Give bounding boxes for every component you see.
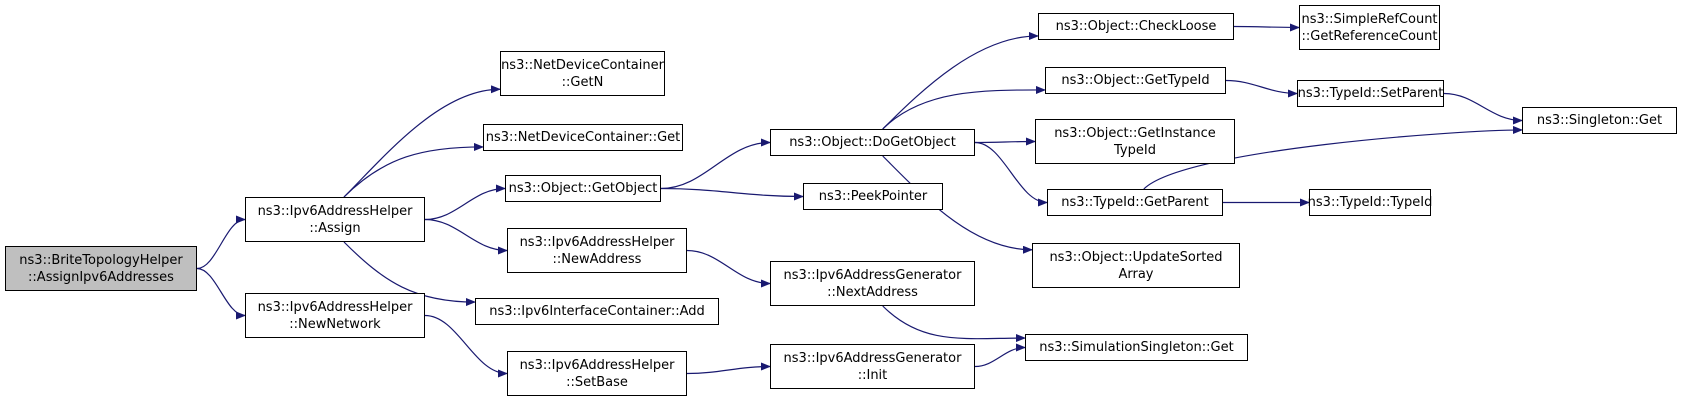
node-label: ns3::TypeId::SetParent <box>1297 86 1444 101</box>
node-simple-ref-count-get-reference-count[interactable]: ns3::SimpleRefCount ::GetReferenceCount <box>1299 5 1440 50</box>
node-label-line1: ns3::Ipv6AddressHelper <box>257 299 413 315</box>
node-label-line1: ns3::Object::GetInstance <box>1054 125 1216 141</box>
node-label-line2: ::Init <box>857 367 888 383</box>
node-label-line2: ::NextAddress <box>827 284 918 300</box>
edge-newaddr-to-nextaddr <box>686 249 771 288</box>
node-label-line1: ns3::Ipv6AddressHelper <box>519 357 675 373</box>
edge-newnet-to-setbase <box>424 314 508 378</box>
node-ipv6-address-helper-new-address[interactable]: ns3::Ipv6AddressHelper ::NewAddress <box>507 228 687 273</box>
node-ipv6-address-generator-next-address[interactable]: ns3::Ipv6AddressGenerator ::NextAddress <box>770 261 975 306</box>
node-singleton-get[interactable]: ns3::Singleton::Get <box>1522 107 1677 134</box>
node-net-device-container-get-n[interactable]: ns3::NetDeviceContainer ::GetN <box>500 51 665 96</box>
node-net-device-container-get[interactable]: ns3::NetDeviceContainer::Get <box>483 124 683 151</box>
edge-assign-to-getn <box>343 85 501 198</box>
node-object-get-instance-type-id[interactable]: ns3::Object::GetInstance TypeId <box>1035 119 1235 164</box>
edge-nextaddr-to-simsingle <box>882 305 1026 343</box>
node-label: ns3::Object::GetObject <box>508 181 658 196</box>
node-ipv6-address-generator-init[interactable]: ns3::Ipv6AddressGenerator ::Init <box>770 344 975 389</box>
node-label-line2: Array <box>1118 266 1154 282</box>
node-label-line2: ::GetReferenceCount <box>1301 28 1438 44</box>
node-simulation-singleton-get[interactable]: ns3::SimulationSingleton::Get <box>1025 334 1248 361</box>
node-label-line1: ns3::Ipv6AddressGenerator <box>783 267 962 283</box>
node-type-id-get-parent[interactable]: ns3::TypeId::GetParent <box>1047 189 1223 216</box>
node-label-line2: ::AssignIpv6Addresses <box>28 269 174 285</box>
node-label: ns3::SimulationSingleton::Get <box>1039 340 1234 355</box>
edge-gettypeid-to-setparent <box>1225 79 1298 98</box>
edge-dogetobj-to-getinst <box>974 137 1036 146</box>
node-label-line2: ::Assign <box>309 220 361 236</box>
node-label-line2: ::NewNetwork <box>289 316 381 332</box>
node-object-do-get-object[interactable]: ns3::Object::DoGetObject <box>770 129 975 156</box>
edge-getobj-to-peek <box>660 187 804 201</box>
node-peek-pointer[interactable]: ns3::PeekPointer <box>803 183 943 210</box>
node-label: ns3::Ipv6InterfaceContainer::Add <box>489 304 705 319</box>
node-label: ns3::NetDeviceContainer::Get <box>485 130 681 145</box>
edge-root-to-assign <box>196 215 246 270</box>
node-object-update-sorted-array[interactable]: ns3::Object::UpdateSorted Array <box>1032 243 1240 288</box>
node-label-line1: ns3::Ipv6AddressGenerator <box>783 350 962 366</box>
node-ipv6-interface-container-add[interactable]: ns3::Ipv6InterfaceContainer::Add <box>475 298 719 325</box>
node-label-line2: ::GetN <box>561 74 604 90</box>
edge-dogetobj-to-getparent <box>974 141 1048 207</box>
node-label: ns3::Object::CheckLoose <box>1055 19 1217 34</box>
edge-assign-to-newaddr <box>424 218 508 255</box>
node-label-line1: ns3::NetDeviceContainer <box>501 57 664 73</box>
node-label: ns3::TypeId::TypeId <box>1307 195 1433 210</box>
node-label: ns3::TypeId::GetParent <box>1061 195 1209 210</box>
node-label-line1: ns3::BriteTopologyHelper <box>19 252 183 268</box>
edge-assign-to-icadd <box>343 241 476 307</box>
node-label: ns3::Object::GetTypeId <box>1061 73 1210 88</box>
node-object-get-type-id[interactable]: ns3::Object::GetTypeId <box>1045 67 1226 94</box>
edge-getobj-to-dogetobj <box>660 138 771 190</box>
node-type-id-type-id[interactable]: ns3::TypeId::TypeId <box>1307 189 1433 216</box>
edge-init-to-simsingle <box>974 343 1026 368</box>
node-label-line1: ns3::Ipv6AddressHelper <box>519 234 675 250</box>
edge-setparent-to-singleton <box>1443 92 1523 125</box>
edge-root-to-newnet <box>196 267 246 320</box>
edge-dogetobj-to-gettypeid <box>882 85 1046 130</box>
edge-assign-to-getobj <box>424 184 506 221</box>
edge-dogetobj-to-checkloose <box>882 31 1039 130</box>
node-label-line2: ::SetBase <box>566 374 628 390</box>
node-label-line2: TypeId <box>1114 142 1156 158</box>
edge-checkloose-to-refcount <box>1233 23 1300 32</box>
node-label-line2: ::NewAddress <box>552 251 642 267</box>
node-object-get-object[interactable]: ns3::Object::GetObject <box>505 175 661 202</box>
node-label-line1: ns3::Object::UpdateSorted <box>1049 249 1223 265</box>
node-object-check-loose[interactable]: ns3::Object::CheckLoose <box>1038 13 1234 40</box>
edge-setbase-to-init <box>686 362 771 375</box>
node-ipv6-address-helper-assign[interactable]: ns3::Ipv6AddressHelper ::Assign <box>245 197 425 242</box>
node-type-id-set-parent[interactable]: ns3::TypeId::SetParent <box>1297 80 1444 107</box>
node-ipv6-address-helper-new-network[interactable]: ns3::Ipv6AddressHelper ::NewNetwork <box>245 293 425 338</box>
node-label-line1: ns3::SimpleRefCount <box>1301 11 1438 27</box>
edge-getparent-to-singleton <box>1143 125 1523 190</box>
node-label: ns3::PeekPointer <box>818 189 928 204</box>
edge-dogetobj-to-updsorted <box>882 155 1033 254</box>
node-label: ns3::Singleton::Get <box>1536 113 1663 128</box>
node-ipv6-address-helper-set-base[interactable]: ns3::Ipv6AddressHelper ::SetBase <box>507 351 687 396</box>
node-label: ns3::Object::DoGetObject <box>789 135 956 150</box>
node-label-line1: ns3::Ipv6AddressHelper <box>257 203 413 219</box>
edge-assign-to-ndcget <box>343 142 484 198</box>
node-brite-assign-ipv6-addresses: ns3::BriteTopologyHelper ::AssignIpv6Add… <box>5 246 197 291</box>
